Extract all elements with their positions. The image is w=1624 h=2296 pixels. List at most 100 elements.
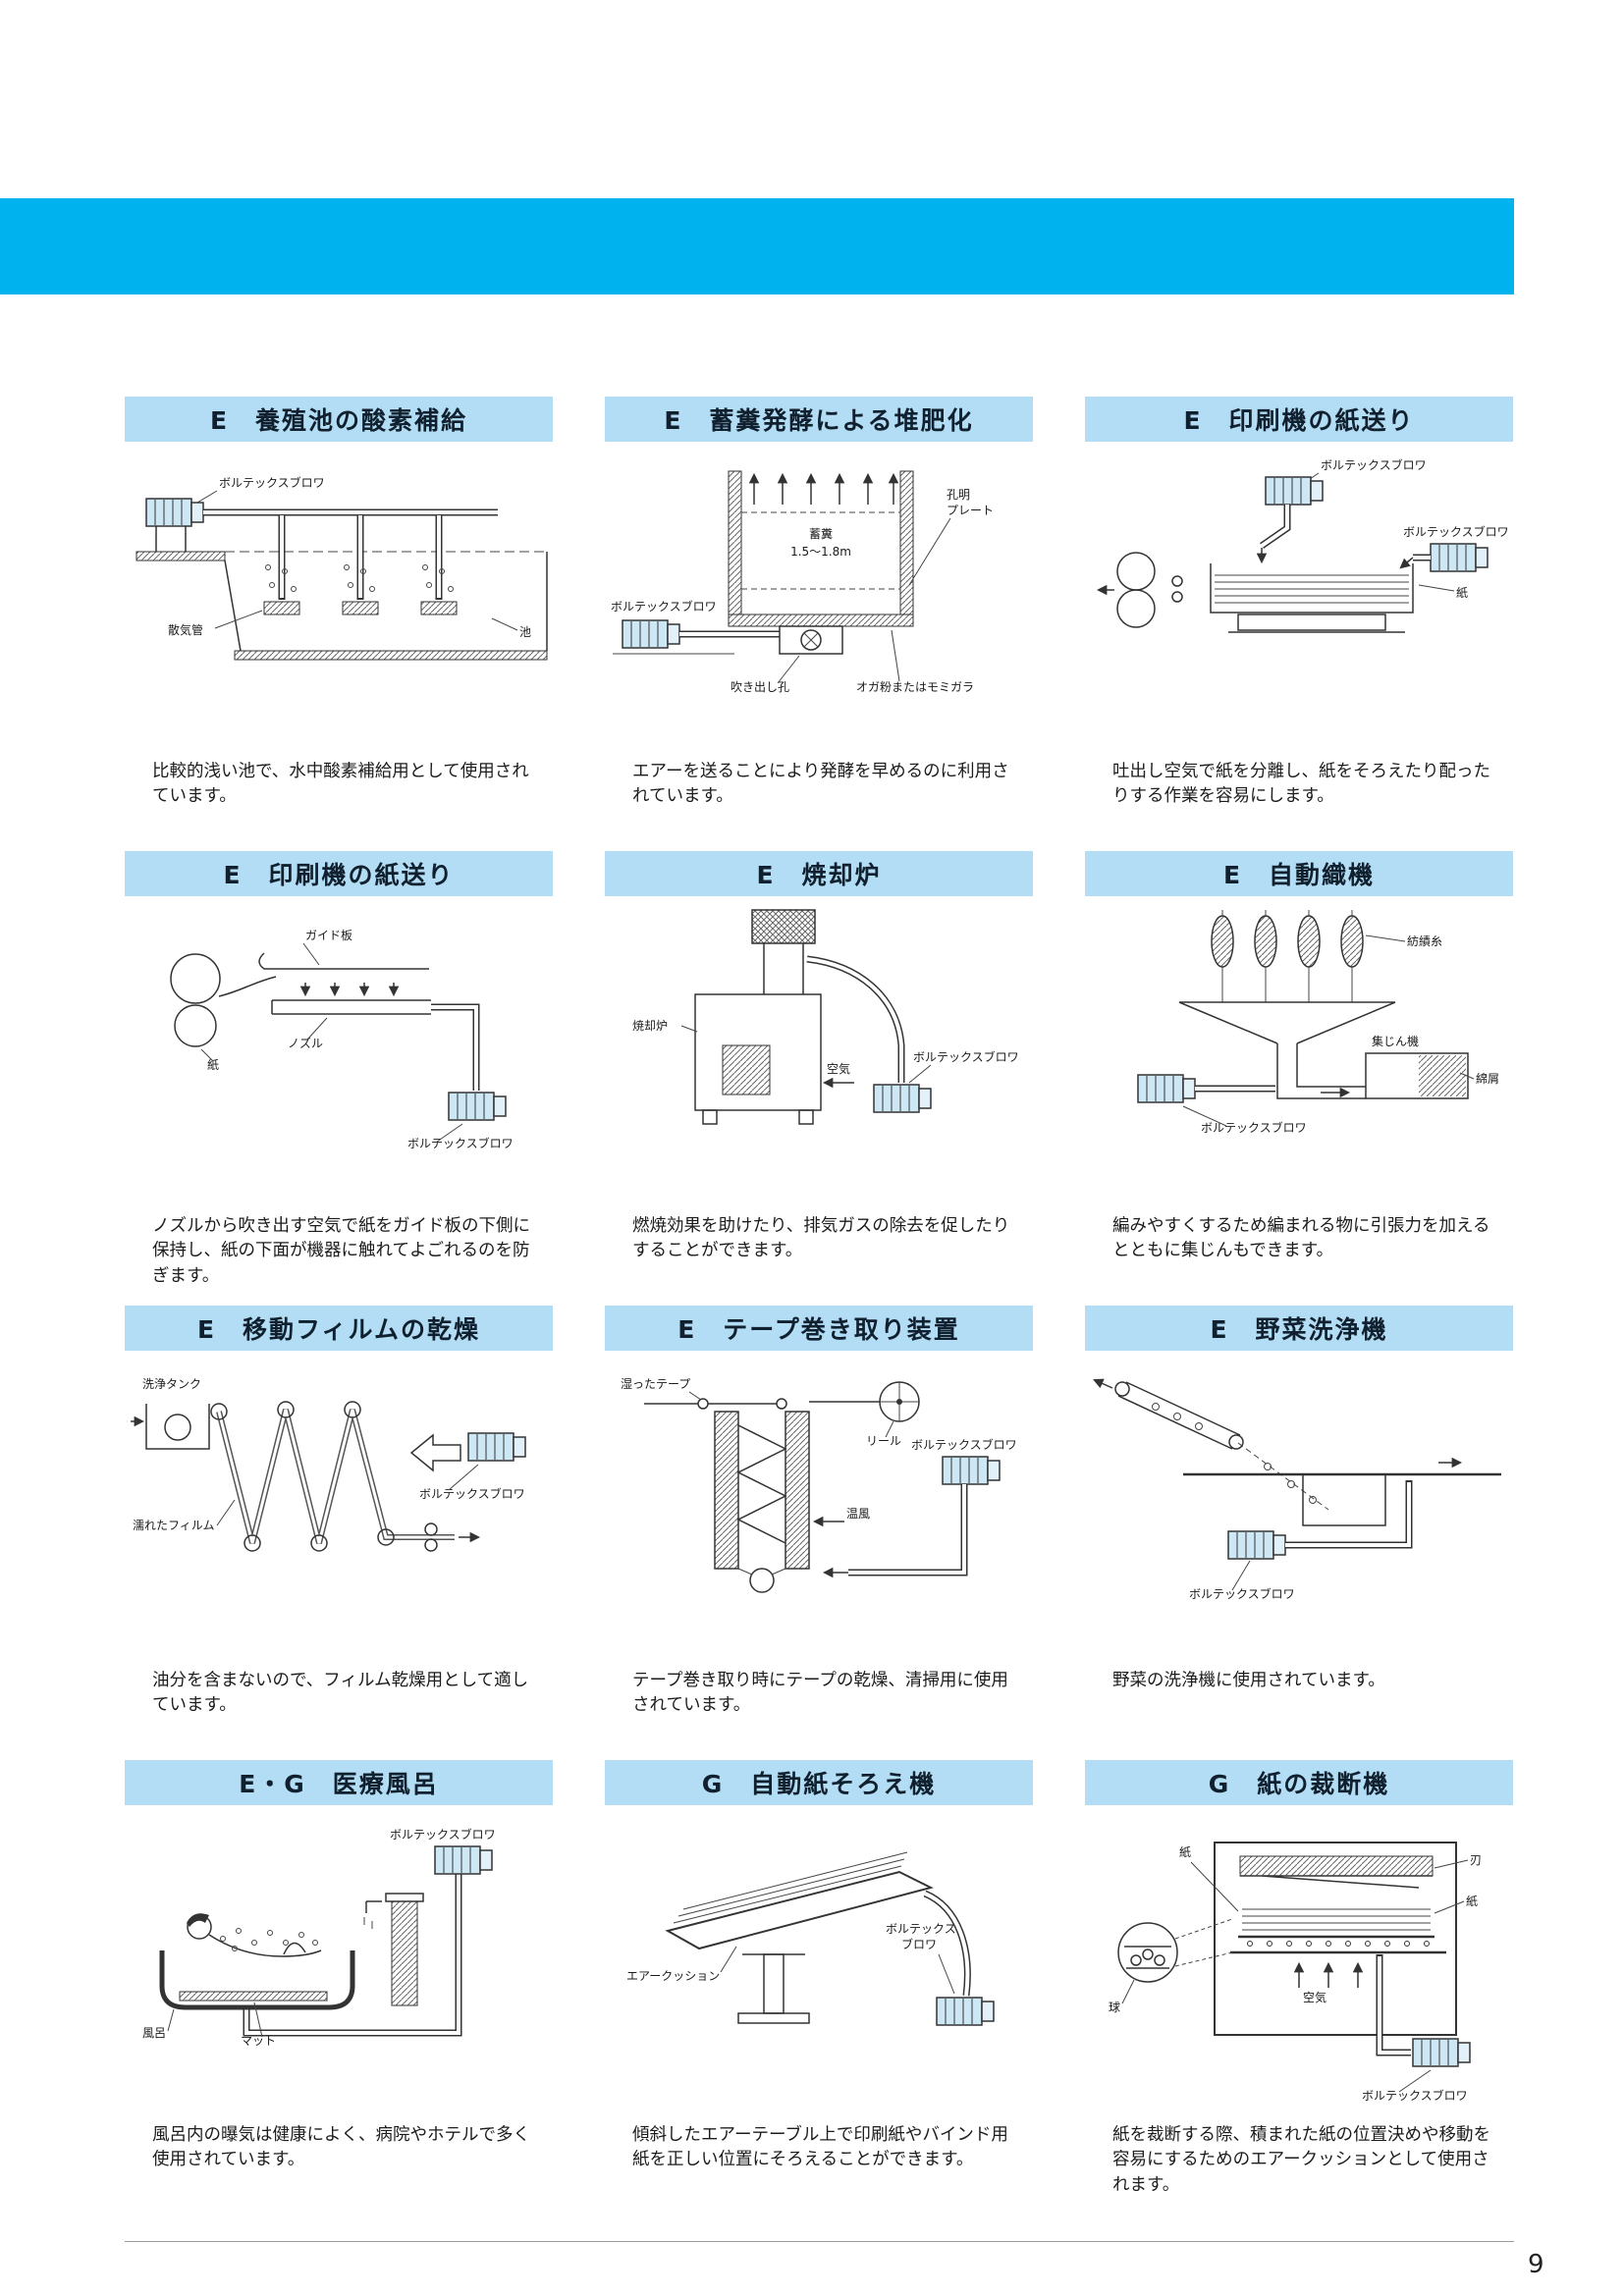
panel-description: 油分を含まないので、フィルム乾燥用として適しています。 bbox=[152, 1671, 529, 1716]
blower-icon bbox=[1430, 543, 1489, 572]
manure-composting-illustration: 蓄糞 1.5〜1.8m 孔明 プレート ボルテックスブロワ 吹き出し孔 オガ粉ま… bbox=[611, 470, 994, 694]
panel-description: 野菜の洗浄機に使用されています。 bbox=[1112, 1671, 1385, 1690]
panel-description: 風呂内の曝気は健康によく、病院やホテルで多く使用されています。 bbox=[152, 2125, 530, 2170]
label-blower-top: ボルテックスブロワ bbox=[1321, 457, 1427, 472]
air-jet-arrows bbox=[299, 983, 400, 997]
blower-icon bbox=[434, 1845, 493, 1875]
diagram-paper-cutter: 刃 紙 紙 球 空 bbox=[1085, 1805, 1513, 2121]
blower-icon bbox=[467, 1432, 526, 1462]
label-paper: 紙 bbox=[1456, 585, 1468, 600]
printing-paper-feed-a-illustration: ボルテックスブロワ ボルテックスブロワ 紙 bbox=[1096, 457, 1509, 633]
panel-tape-winding: E テープ巻き取り装置 湿ったテープ リール 温風 ボルテッ bbox=[605, 1306, 1033, 1744]
diagram-incinerator: 焼却炉 ボルテックスブロワ 空気 bbox=[605, 896, 1033, 1212]
panel-automatic-loom: E 自動織機 紡績糸 集じん機 綿屑 ボ bbox=[1085, 851, 1513, 1290]
diagram-vegetable-washer: ボルテックスブロワ bbox=[1085, 1351, 1513, 1667]
panel-description: テープ巻き取り時にテープの乾燥、清掃用に使用されています。 bbox=[632, 1671, 1008, 1716]
diagram-printing-paper-feed-a: ボルテックスブロワ ボルテックスブロワ 紙 bbox=[1085, 442, 1513, 758]
blower-icon bbox=[1227, 1530, 1286, 1560]
label-incinerator: 焼却炉 bbox=[632, 1019, 668, 1033]
label-blower: ボルテックスブロワ bbox=[1362, 2088, 1468, 2103]
label-blower-line1: ボルテックス bbox=[886, 1922, 956, 1936]
label-manure: 蓄糞 bbox=[809, 526, 833, 541]
blower-icon bbox=[1412, 2038, 1471, 2067]
label-reel: リール bbox=[866, 1434, 901, 1448]
label-paper-right: 紙 bbox=[1466, 1894, 1478, 1908]
panel-grid: E 養殖池の酸素補給 ボルテックスブロワ bbox=[125, 397, 1513, 2199]
vegetable-washer-illustration: ボルテックスブロワ bbox=[1093, 1378, 1501, 1601]
panel-description: 紙を裁断する際、積まれた紙の位置決めや移動を容易にするためのエアークッションとし… bbox=[1112, 2125, 1490, 2195]
panel-description: 燃焼効果を助けたり、排気ガスの除去を促したりすることができます。 bbox=[632, 1216, 1010, 1261]
label-air: 空気 bbox=[827, 1061, 850, 1076]
label-ball: 球 bbox=[1109, 2001, 1120, 2014]
bath-bubbles bbox=[220, 1928, 318, 1951]
label-blower: ボルテックスブロワ bbox=[911, 1437, 1017, 1452]
panel-incinerator: E 焼却炉 焼却炉 ボルテックスブロワ 空気 燃焼効果を助けたり、排気ガスの除去… bbox=[605, 851, 1033, 1290]
footer-rule bbox=[125, 2241, 1514, 2242]
label-blower-right: ボルテックスブロワ bbox=[1403, 524, 1509, 539]
label-mat: マット bbox=[241, 2034, 276, 2048]
label-blower-line2: ブロワ bbox=[901, 1937, 937, 1951]
panel-title: E 焼却炉 bbox=[605, 851, 1033, 896]
label-blower: ボルテックスブロワ bbox=[1201, 1120, 1307, 1135]
blower-icon bbox=[942, 1456, 1001, 1485]
panel-title: G 紙の裁断機 bbox=[1085, 1760, 1513, 1805]
label-wash-tank: 洗浄タンク bbox=[142, 1377, 201, 1391]
panel-title: E 移動フィルムの乾燥 bbox=[125, 1306, 553, 1351]
panel-title: E テープ巻き取り装置 bbox=[605, 1306, 1033, 1351]
panel-printing-paper-feed-b: E 印刷機の紙送り ガイド板 紙 ノズル ボルテックスブロワ bbox=[125, 851, 553, 1290]
label-wet-film: 濡れたフィルム bbox=[133, 1519, 215, 1532]
panel-title: E・G 医療風呂 bbox=[125, 1760, 553, 1805]
air-up-arrows bbox=[1293, 1961, 1364, 1988]
pond-aeration-illustration: ボルテックスブロワ bbox=[135, 475, 548, 661]
film-drying-illustration: 洗浄タンク 濡れたフィルム ボルテックスブロワ bbox=[131, 1377, 526, 1552]
panel-description: 編みやすくするため編まれる物に引張力を加えるとともに集じんもできます。 bbox=[1112, 1216, 1490, 1261]
label-paper-top: 紙 bbox=[1179, 1844, 1191, 1859]
label-blower: ボルテックスブロワ bbox=[913, 1049, 1019, 1064]
tape-winding-illustration: 湿ったテープ リール 温風 ボルテックスブロワ bbox=[621, 1376, 1017, 1593]
diagram-medical-bath: 風呂 マット ボルテックスブロワ bbox=[125, 1805, 553, 2121]
panel-title: E 印刷機の紙送り bbox=[1085, 397, 1513, 442]
incinerator-illustration: 焼却炉 ボルテックスブロワ 空気 bbox=[632, 909, 1019, 1125]
panel-description: 比較的浅い池で、水中酸素補給用として使用されています。 bbox=[152, 762, 529, 807]
diagram-pond-aeration: ボルテックスブロワ bbox=[125, 442, 553, 758]
blower-icon bbox=[873, 1084, 932, 1113]
vegetables bbox=[1152, 1403, 1317, 1504]
label-plate-2: プレート bbox=[947, 504, 994, 517]
panel-paper-cutter: G 紙の裁断機 刃 紙 紙 bbox=[1085, 1760, 1513, 2199]
label-blower: ボルテックスブロワ bbox=[611, 599, 717, 614]
panel-title: E 養殖池の酸素補給 bbox=[125, 397, 553, 442]
bubbles bbox=[265, 564, 454, 592]
blower-icon bbox=[448, 1092, 507, 1121]
panel-manure-composting: E 蓄糞発酵による堆肥化 蓄糞 1.5〜1.8m 孔明 プレート ボルテックスブ… bbox=[605, 397, 1033, 835]
panel-pond-aeration: E 養殖池の酸素補給 ボルテックスブロワ bbox=[125, 397, 553, 835]
label-wet-tape: 湿ったテープ bbox=[621, 1376, 690, 1391]
diagram-tape-winding: 湿ったテープ リール 温風 ボルテックスブロワ bbox=[605, 1351, 1033, 1667]
panel-medical-bath: E・G 医療風呂 風呂 マット bbox=[125, 1760, 553, 2199]
panel-film-drying: E 移動フィルムの乾燥 洗浄タンク 濡れたフィルム ボルテックスブロワ bbox=[125, 1306, 553, 1744]
label-blower: ボルテックスブロワ bbox=[390, 1827, 496, 1842]
label-blade: 刃 bbox=[1470, 1853, 1482, 1867]
automatic-loom-illustration: 紡績糸 集じん機 綿屑 ボルテックスブロワ bbox=[1137, 910, 1499, 1135]
label-diffuser: 散気管 bbox=[168, 622, 203, 637]
diagram-automatic-loom: 紡績糸 集じん機 綿屑 ボルテックスブロワ bbox=[1085, 896, 1513, 1212]
panel-title: E 蓄糞発酵による堆肥化 bbox=[605, 397, 1033, 442]
label-warm-air: 温風 bbox=[846, 1507, 870, 1521]
blower-icon bbox=[622, 619, 680, 649]
label-blower: ボルテックスブロワ bbox=[407, 1136, 514, 1150]
blower-icon bbox=[1265, 476, 1324, 506]
panel-title: E 野菜洗浄機 bbox=[1085, 1306, 1513, 1351]
diagram-paper-aligner: エアークッション ボルテックス ブロワ bbox=[605, 1805, 1033, 2121]
label-air-cushion: エアークッション bbox=[626, 1969, 720, 1983]
panel-description: エアーを送ることにより発酵を早めるのに利用されています。 bbox=[632, 762, 1009, 807]
label-plate-1: 孔明 bbox=[947, 488, 970, 502]
label-dust-collector: 集じん機 bbox=[1372, 1034, 1419, 1048]
diagram-manure-composting: 蓄糞 1.5〜1.8m 孔明 プレート ボルテックスブロワ 吹き出し孔 オガ粉ま… bbox=[605, 442, 1033, 758]
panel-description: ノズルから吹き出す空気で紙をガイド板の下側に保持し、紙の下面が機器に触れてよごれ… bbox=[152, 1216, 530, 1286]
label-nozzle: ノズル bbox=[288, 1036, 323, 1050]
label-pond: 池 bbox=[519, 625, 531, 639]
label-blower: ボルテックスブロワ bbox=[219, 475, 325, 490]
diagram-printing-paper-feed-b: ガイド板 紙 ノズル ボルテックスブロワ bbox=[125, 896, 553, 1212]
label-guide-plate: ガイド板 bbox=[305, 929, 352, 942]
blower-icon bbox=[936, 1997, 995, 2026]
